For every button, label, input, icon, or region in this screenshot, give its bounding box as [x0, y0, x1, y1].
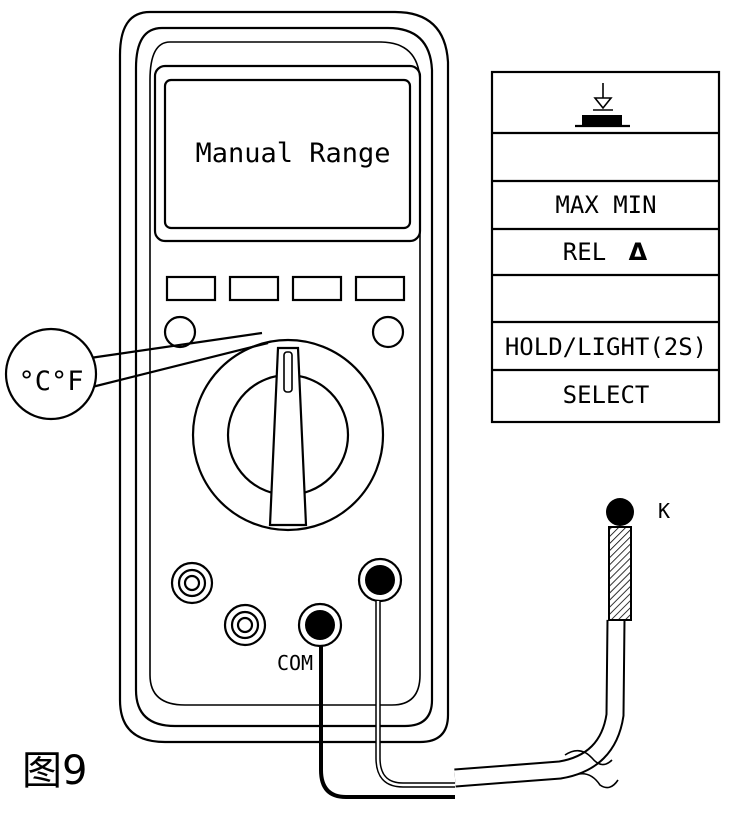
meter-body: [118, 10, 450, 744]
test-leads: [319, 601, 626, 799]
ground-icon: [575, 83, 630, 128]
k-probe: K: [606, 498, 670, 621]
black-lead: [319, 646, 455, 799]
probe-tip: [606, 498, 634, 526]
input-jacks: COM: [170, 557, 403, 675]
menu-item-select: SELECT: [563, 381, 650, 409]
display-text: Manual Range: [195, 138, 390, 169]
probe-label: K: [658, 499, 670, 523]
menu-item-rel: REL Δ: [563, 238, 648, 266]
rotary-switch[interactable]: [191, 338, 385, 532]
function-button-3[interactable]: [291, 275, 343, 302]
callout-label: °C°F: [18, 366, 83, 397]
menu-item-hold-light: HOLD/LIGHT(2S): [505, 333, 707, 361]
com-label: COM: [277, 651, 313, 675]
function-button-2[interactable]: [228, 275, 280, 302]
jack-left-upper[interactable]: [170, 561, 214, 605]
function-button-4[interactable]: [354, 275, 406, 302]
probe-sleeve: [608, 526, 632, 621]
function-buttons: [163, 275, 406, 349]
jack-input[interactable]: [357, 557, 403, 603]
delta-icon: Δ: [629, 238, 648, 266]
round-button-left[interactable]: [163, 315, 197, 349]
menu-item-max-min: MAX MIN: [555, 191, 656, 219]
figure-caption: 图9: [22, 748, 87, 794]
menu-item-rel-label: REL: [563, 238, 606, 266]
function-button-1[interactable]: [165, 275, 217, 302]
lcd-screen: Manual Range: [153, 64, 422, 243]
temperature-callout: °C°F: [4, 327, 269, 421]
round-button-right[interactable]: [371, 315, 405, 349]
key-function-table: MAX MIN REL Δ HOLD/LIGHT(2S) SELECT: [490, 70, 721, 424]
jack-com[interactable]: [297, 602, 343, 648]
jack-left-lower[interactable]: [223, 603, 267, 647]
